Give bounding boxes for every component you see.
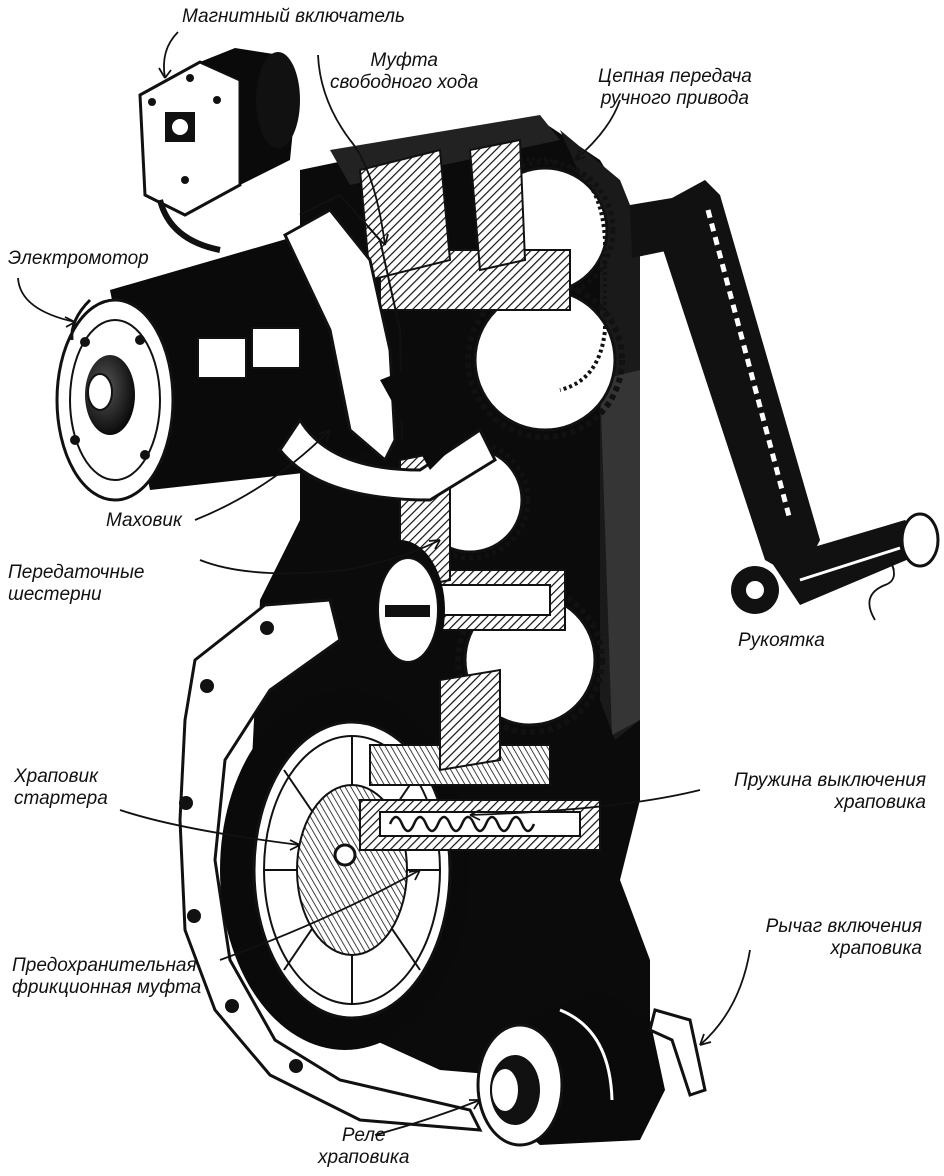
label-ratchet-engage-lever-line2: храповика <box>830 938 922 959</box>
label-transmission-gears: Передаточные шестерни <box>8 562 145 606</box>
magnetic-switch-body <box>138 48 300 253</box>
label-electric-motor-text: Электромотор <box>8 248 149 269</box>
label-ratchet-release-spring: Пружина выключения храповика <box>700 770 926 814</box>
label-ratchet-release-spring-line1: Пружина выключения <box>734 770 926 791</box>
label-chain-drive: Цепная передача ручного привода <box>598 66 752 110</box>
label-handle-text: Рукоятка <box>738 630 825 651</box>
label-starter-ratchet-line2: стартера <box>14 788 108 809</box>
label-transmission-gears-line1: Передаточные <box>8 562 145 583</box>
flywheel-shell <box>278 360 497 502</box>
label-starter-ratchet: Храповик стартера <box>14 766 108 810</box>
transmission-gear-disc <box>355 540 445 680</box>
label-freewheel-clutch-line1: Муфта <box>370 50 438 71</box>
label-chain-drive-line1: Цепная передача <box>598 66 752 87</box>
label-ratchet-relay-line2: храповика <box>318 1147 410 1168</box>
label-safety-friction-clutch: Предохранительная фрикционная муфта <box>12 955 201 999</box>
leader-lines <box>17 31 895 1136</box>
label-safety-friction-clutch-line2: фрикционная муфта <box>12 977 202 998</box>
label-freewheel-clutch: Муфта свободного хода <box>330 50 478 94</box>
electric-motor-body <box>55 193 403 502</box>
label-ratchet-engage-lever: Рычаг включения храповика <box>730 916 922 960</box>
label-magnetic-switch: Магнитный включатель <box>182 6 405 28</box>
label-transmission-gears-line2: шестерни <box>8 584 102 605</box>
label-magnetic-switch-text: Магнитный включатель <box>182 6 406 27</box>
label-ratchet-release-spring-line2: храповика <box>834 792 926 813</box>
label-freewheel-clutch-line2: свободного хода <box>330 72 479 93</box>
label-starter-ratchet-line1: Храповик <box>14 766 99 787</box>
label-handle: Рукоятка <box>738 630 825 652</box>
crank-handle <box>630 180 940 614</box>
label-ratchet-relay: Реле храповика <box>318 1125 409 1169</box>
gear-train <box>358 138 625 851</box>
label-flywheel: Маховик <box>106 510 182 532</box>
label-chain-drive-line2: ручного привода <box>600 88 749 109</box>
ratchet-relay-body <box>476 990 707 1147</box>
label-electric-motor: Электромотор <box>8 248 149 270</box>
mounting-flange <box>178 598 483 1132</box>
label-ratchet-engage-lever-line1: Рычаг включения <box>765 916 922 937</box>
label-flywheel-text: Маховик <box>106 510 182 531</box>
label-ratchet-relay-line1: Реле <box>341 1125 386 1146</box>
label-safety-friction-clutch-line1: Предохранительная <box>12 955 197 976</box>
